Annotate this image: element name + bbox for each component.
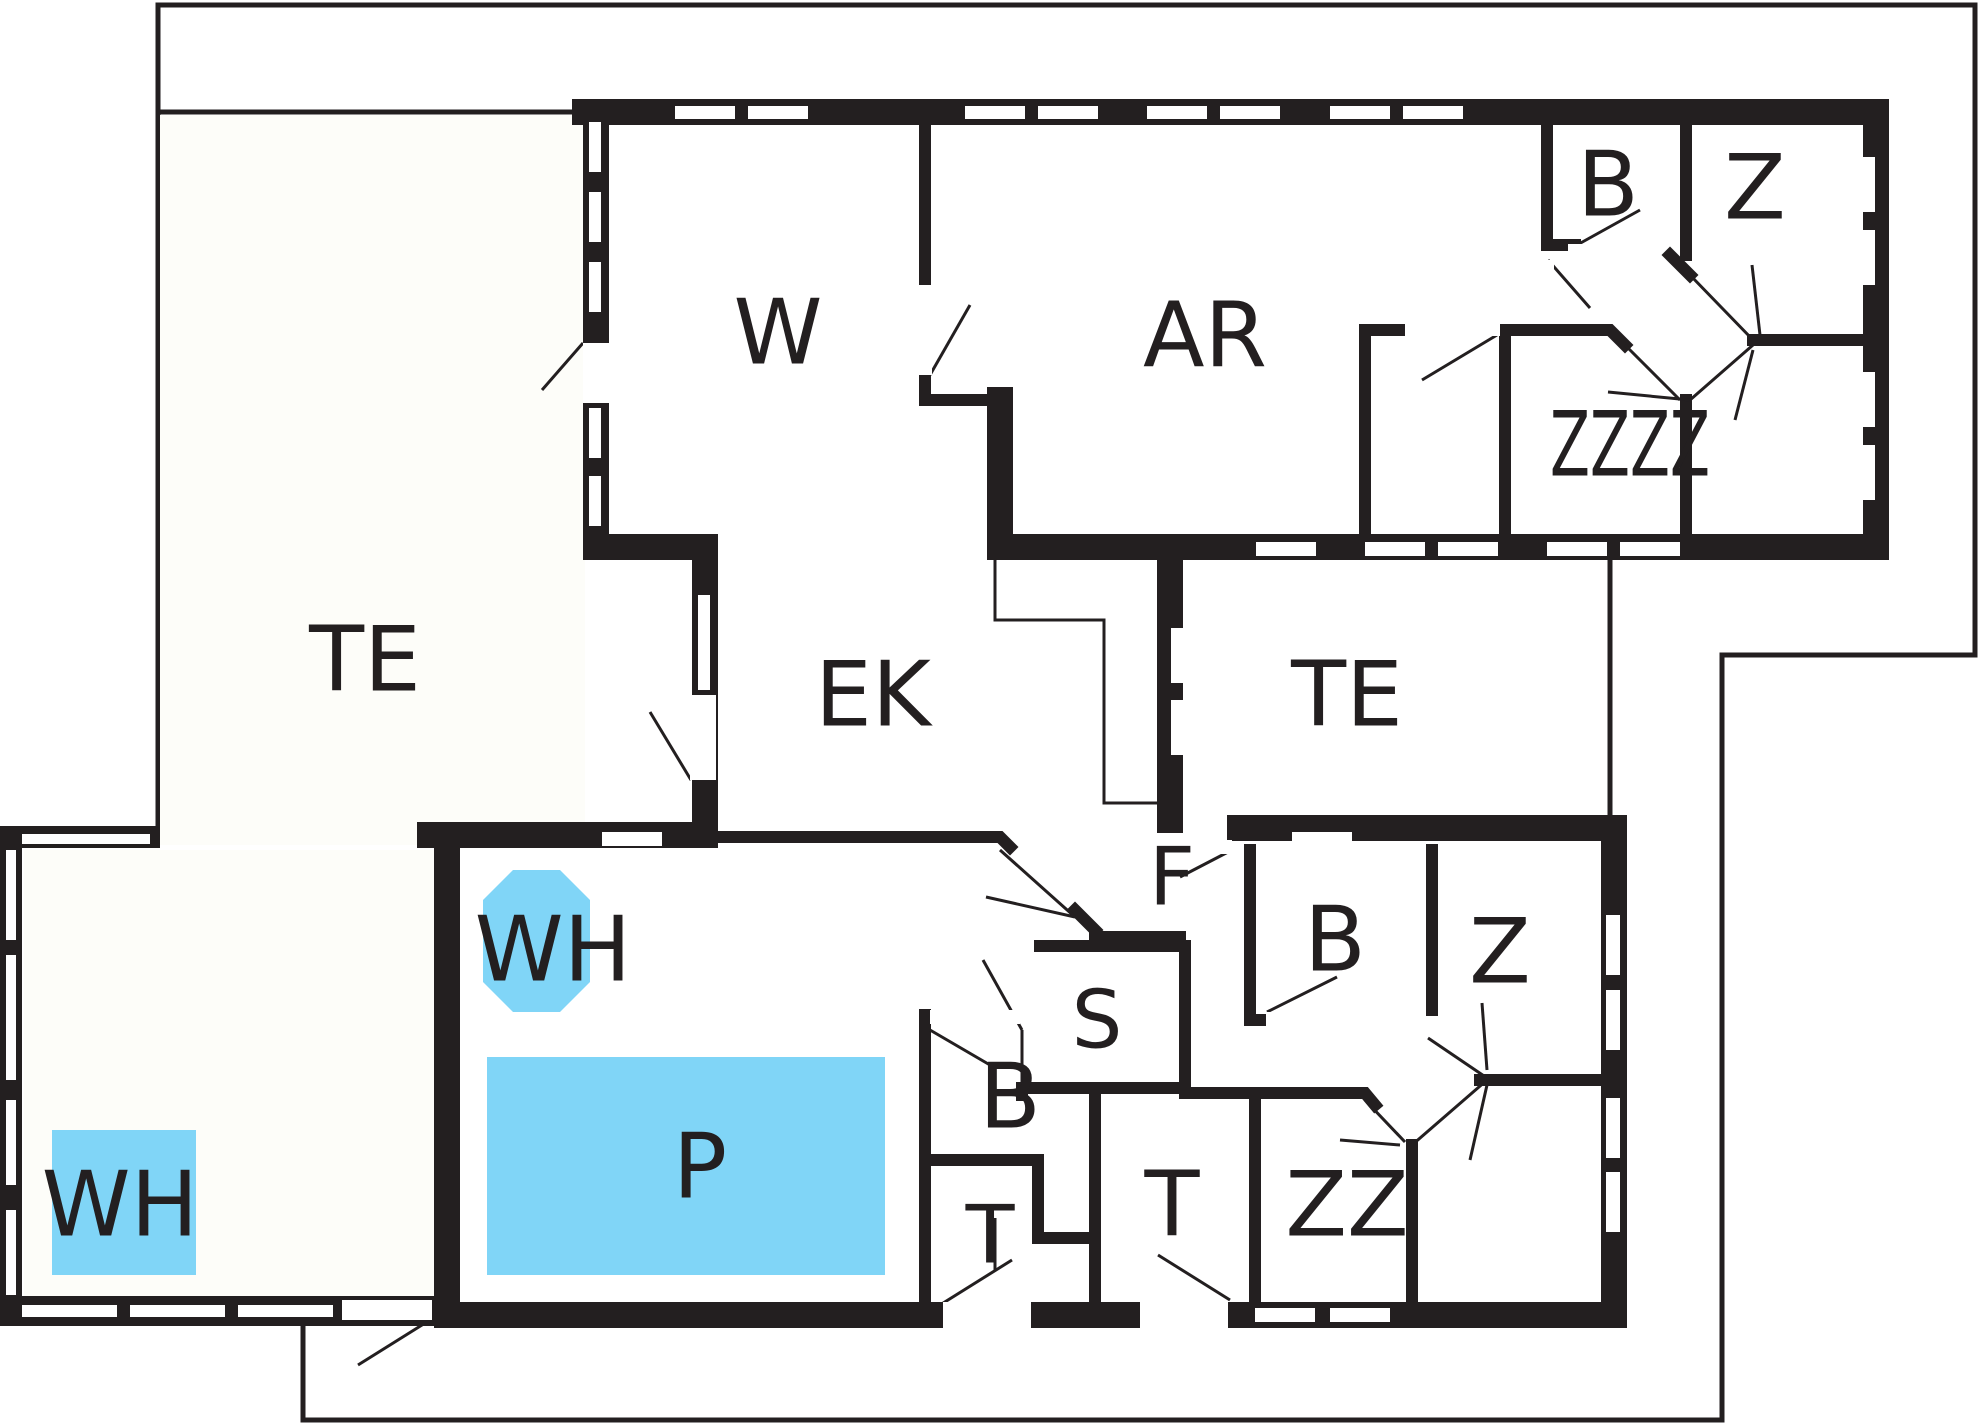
room-label-ar: AR [1143,284,1267,389]
room-label-zz1: ZZZZ [1550,393,1710,498]
interior-walls [707,114,1869,1311]
thin-lines [357,208,1762,1367]
whirlpool-indoor [483,870,590,1012]
room-label-p: P [673,1115,727,1220]
room-label-wh1: WH [475,898,632,1003]
room-label-ek: EK [815,643,933,748]
room-label-te2: TE [1290,643,1403,748]
windows [583,106,1875,1328]
room-label-w: W [734,281,823,386]
room-label-wh2: WH [42,1153,199,1258]
room-label-t2: T [1144,1153,1201,1258]
whirlpool-terrace [52,1130,196,1275]
terrace-outline [155,2,1978,1423]
water-features [52,870,885,1275]
room-label-z2: Z [1469,900,1531,1005]
room-label-b3: B [979,1045,1041,1150]
annex-walls [0,826,455,1326]
room-label-b2: B [1304,888,1366,993]
floor-fills [24,115,585,1298]
room-label-b1: B [1577,133,1639,238]
room-label-te1: TE [308,608,421,713]
pool [487,1057,885,1275]
room-label-f: F [1149,831,1195,924]
room-label-z1: Z [1724,136,1786,241]
room-labels: W AR B Z ZZZZ TE EK TE F WH S B Z B P T … [42,133,1786,1282]
room-label-s: S [1072,974,1123,1067]
room-label-zz2: ZZ [1285,1153,1408,1258]
room-label-t1: T [965,1189,1016,1282]
